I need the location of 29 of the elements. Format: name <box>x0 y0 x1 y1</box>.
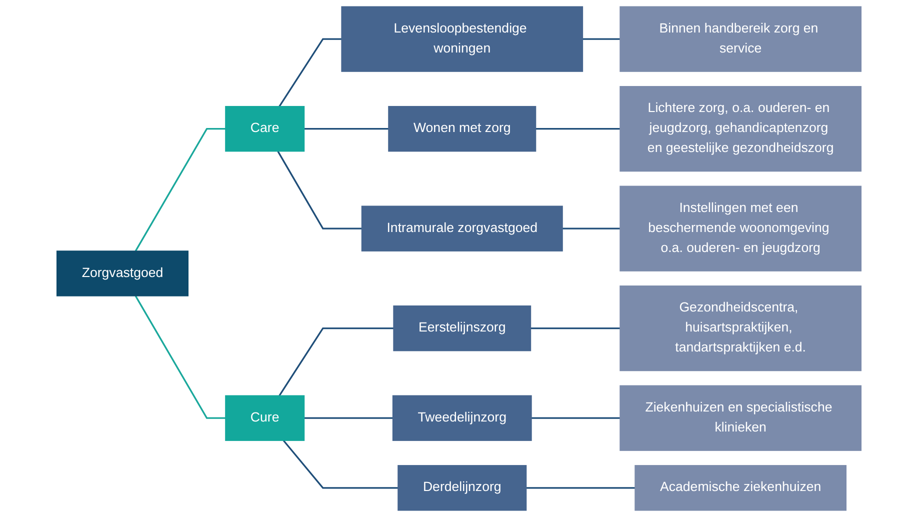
node-box: Ziekenhuizen en specialistische klinieken <box>620 385 862 451</box>
connector <box>278 38 342 107</box>
node-box: Academische ziekenhuizen <box>634 465 846 511</box>
connector <box>134 128 226 252</box>
node-box: Care <box>225 106 305 152</box>
connector <box>304 128 389 130</box>
node-box: Lichtere zorg, o.a. ouderen- en jeugdzorg, gehandicaptenzorg en geestelijke gezondheidszorg <box>620 86 862 172</box>
node-box: Gezondheidscentra, huisartspraktijken, tandartspraktijken e.d. <box>620 286 862 372</box>
connector <box>531 417 620 419</box>
connector <box>282 440 398 489</box>
node-box: Derdelijnzorg <box>398 465 527 511</box>
node-box: Instellingen met een beschermende woonomgeving o.a. ouderen- en jeugdzorg <box>620 186 862 272</box>
connector <box>526 487 636 489</box>
connector <box>582 38 620 40</box>
node-box: Tweedelijnzorg <box>392 395 532 441</box>
node-box: Zorgvastgoed <box>56 250 188 296</box>
node-box: Intramurale zorgvastgoed <box>361 206 563 252</box>
connector <box>562 228 620 230</box>
node-box: Levensloopbestendige woningen <box>341 6 584 72</box>
connector <box>134 295 226 419</box>
connector <box>277 150 362 230</box>
node-box: Cure <box>225 395 305 441</box>
node-box: Binnen handbereik zorg en service <box>620 6 862 72</box>
connector <box>304 417 393 419</box>
connector <box>536 128 620 130</box>
node-box: Eerstelijnszorg <box>393 305 532 352</box>
node-box: Wonen met zorg <box>388 106 536 152</box>
connector <box>278 328 394 396</box>
connector <box>530 328 620 330</box>
